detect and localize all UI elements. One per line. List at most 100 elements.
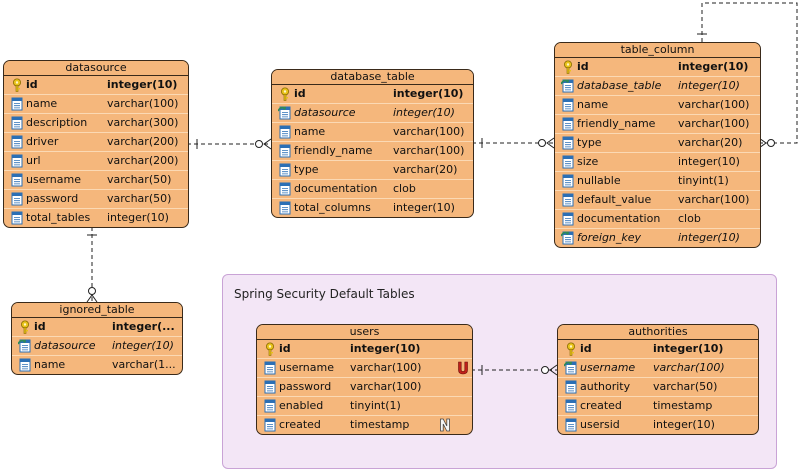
column-type: varchar(100) [107, 97, 179, 110]
column-type: integer(10) [107, 78, 178, 91]
column-row[interactable]: friendly_name varchar(100) [272, 142, 473, 161]
column-type: varchar(100) [393, 144, 465, 157]
many-marker [546, 137, 555, 149]
column-icon [264, 399, 276, 413]
column-row[interactable]: total_tables integer(10) [4, 209, 188, 227]
column-type: varchar(100) [653, 361, 725, 374]
column-name: password [26, 192, 79, 205]
column-name: id [279, 342, 291, 355]
column-name: driver [26, 135, 59, 148]
primary-key-icon [567, 342, 575, 356]
column-icon [11, 173, 23, 187]
many-marker [758, 137, 767, 149]
many-marker [263, 138, 272, 150]
column-name: database_table [577, 79, 662, 92]
primary-key-icon [266, 342, 274, 356]
primary-key-icon [564, 60, 572, 74]
column-name: id [294, 87, 306, 100]
column-type: integer(10) [393, 201, 455, 214]
column-icon [264, 380, 276, 394]
column-name: username [580, 361, 636, 374]
column-row[interactable]: name varchar(100) [272, 123, 473, 142]
column-row[interactable]: friendly_name varchar(100) [555, 115, 760, 134]
column-name: description [26, 116, 88, 129]
foreign-key-column-icon [18, 339, 31, 353]
column-row[interactable]: documentation clob [272, 180, 473, 199]
column-name: friendly_name [577, 117, 656, 130]
column-name: name [577, 98, 609, 111]
column-type: varchar(200) [107, 154, 179, 167]
column-type: varchar(200) [107, 135, 179, 148]
column-type: integer(10) [653, 342, 724, 355]
column-type: integer(10) [393, 106, 455, 119]
column-name: total_tables [26, 211, 91, 224]
column-row[interactable]: database_table integer(10) [555, 77, 760, 96]
column-row[interactable]: username varchar(100) [558, 359, 758, 378]
column-type: varchar(100) [678, 117, 750, 130]
column-name: friendly_name [294, 144, 373, 157]
column-icon [11, 116, 23, 130]
column-icon [279, 182, 291, 196]
column-row[interactable]: driver varchar(200) [4, 133, 188, 152]
column-type: varchar(100) [350, 380, 422, 393]
column-name: created [279, 418, 321, 431]
column-icon [11, 211, 23, 225]
column-icon [562, 136, 574, 150]
column-type: integer(10) [107, 211, 169, 224]
column-icon [562, 155, 574, 169]
column-type: clob [393, 182, 416, 195]
column-type: varchar(50) [107, 173, 172, 186]
optional-marker [541, 366, 549, 374]
column-icon [11, 97, 23, 111]
column-name: documentation [577, 212, 661, 225]
column-name: documentation [294, 182, 378, 195]
column-icon [562, 212, 574, 226]
column-icon [562, 98, 574, 112]
column-type: integer(10) [678, 79, 740, 92]
column-icon [562, 174, 574, 188]
column-type: varchar(100) [393, 125, 465, 138]
column-name: name [294, 125, 326, 138]
relation-table-column-self [701, 2, 798, 144]
column-name: authority [580, 380, 631, 393]
column-name: id [26, 78, 38, 91]
table-title: datasource [4, 61, 188, 76]
column-row[interactable]: id integer(10) [4, 76, 188, 95]
